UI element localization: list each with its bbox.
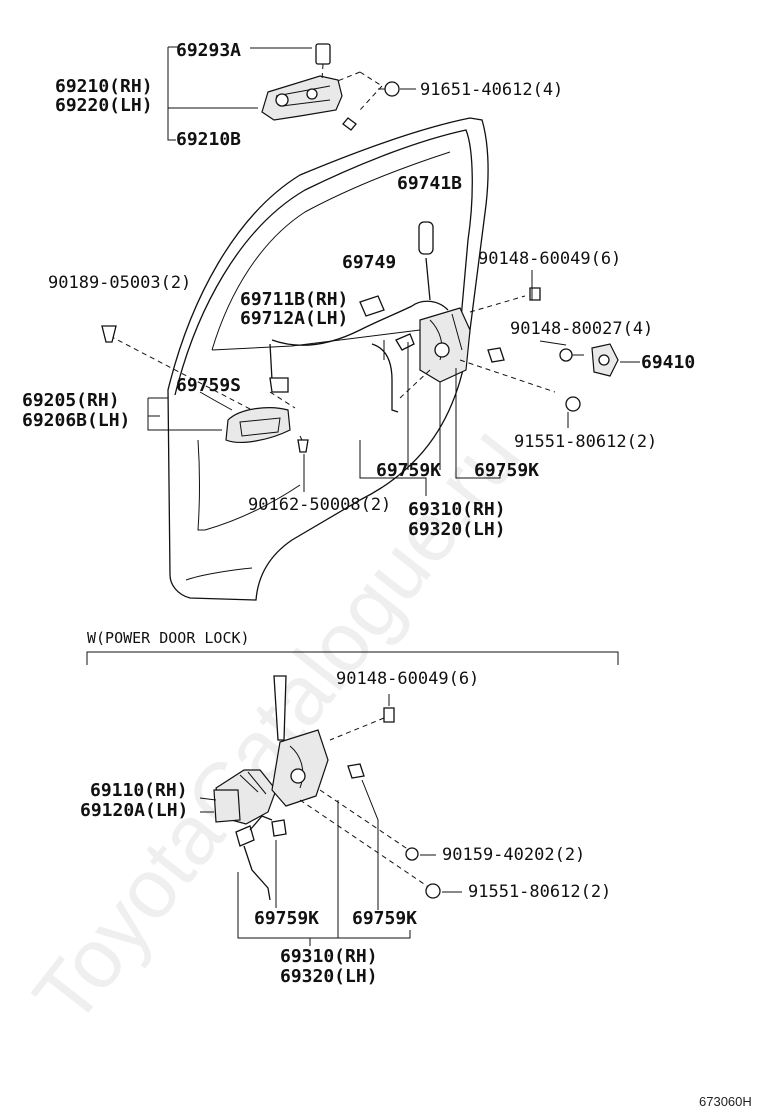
label-69210-rh: 69210(RH) [55,76,153,97]
label-69759k-c: 69759K [254,908,319,929]
door-lock-latch-part [411,300,471,383]
bolt-91651-icon [378,81,400,97]
label-69320-lh-top: 69320(LH) [408,519,506,540]
label-69759k-d: 69759K [352,908,417,929]
clip-90189-icon [101,325,117,343]
label-90162-50008: 90162-50008(2) [248,495,391,515]
striker-69410-icon [591,343,619,377]
label-69712a-lh: 69712A(LH) [240,308,348,329]
label-90148-60049-lower: 90148-60049(6) [336,669,479,689]
label-69759s: 69759S [176,375,241,396]
label-69310-rh-lower: 69310(RH) [280,946,378,967]
bolt-91551-lower-icon [425,883,441,899]
door-lock-latch-lower-part [271,729,329,807]
door-panel-outline [167,117,489,601]
label-69120a-lh: 69120A(LH) [80,800,188,821]
screw-90159-icon [405,847,419,861]
clip-69749-icon [359,295,385,317]
label-69206b-lh: 69206B(LH) [22,410,130,431]
label-69205-rh: 69205(RH) [22,390,120,411]
door-lock-motor-part [213,769,277,825]
screw-90148-lower-icon [383,707,395,723]
label-69293a: 69293A [176,40,241,61]
label-90148-80027: 90148-80027(4) [510,319,653,339]
section-header-power-door-lock: W(POWER DOOR LOCK) [87,629,250,647]
label-90189-05003: 90189-05003(2) [48,273,191,293]
inside-handle-part [225,407,291,443]
label-90159-40202: 90159-40202(2) [442,845,585,865]
label-91551-80612-lower: 91551-80612(2) [468,882,611,902]
label-69220-lh: 69220(LH) [55,95,153,116]
clip-69759s-icon [269,377,289,393]
label-69320-lh-lower: 69320(LH) [280,966,378,987]
clip-69293a-icon [315,43,331,65]
label-69759k-b: 69759K [474,460,539,481]
screw-69210b-icon [342,117,357,131]
clip-69759k-lower-icon [235,819,287,901]
label-69110-rh: 69110(RH) [90,780,188,801]
label-69741b: 69741B [397,173,462,194]
label-69759k-a: 69759K [376,460,441,481]
label-91551-80612-top: 91551-80612(2) [514,432,657,452]
label-69310-rh-top: 69310(RH) [408,499,506,520]
label-69410: 69410 [641,352,695,373]
label-69210b: 69210B [176,129,241,150]
figure-reference-code: 673060H [699,1094,752,1109]
outside-handle-part [261,43,357,131]
bolt-91551-top-icon [565,396,581,412]
bolt-90148-80027-icon [559,348,584,362]
label-69749: 69749 [342,252,396,273]
screw-90162-icon [297,439,309,453]
lock-knob-69741b-icon [418,221,434,255]
label-91651-40612: 91651-40612(4) [420,80,563,100]
label-69711b-rh: 69711B(RH) [240,289,348,310]
label-90148-60049-top: 90148-60049(6) [478,249,621,269]
